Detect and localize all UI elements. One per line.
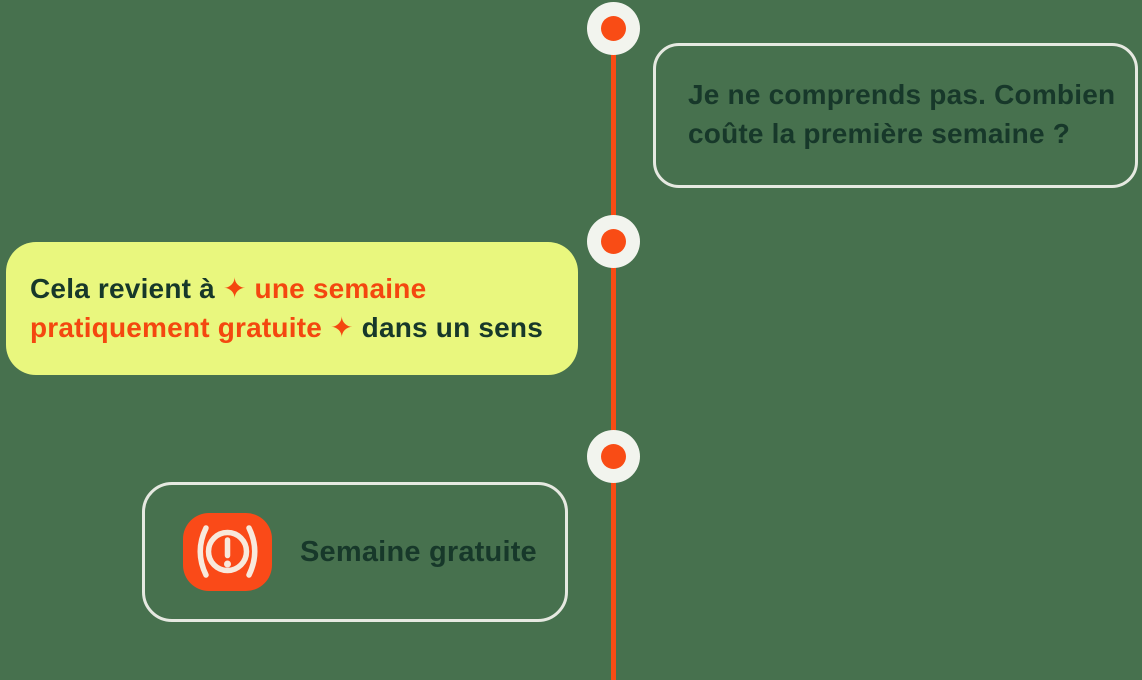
answer-bubble-line-1: Cela revient à ✦ une semaine — [30, 269, 578, 308]
timeline-node-3-dot — [601, 444, 626, 469]
answer-text-accent-segment: ✦ une semaine — [222, 273, 427, 304]
timeline-line — [611, 28, 616, 680]
answer-text-accent-segment: pratiquement gratuite ✦ — [30, 312, 354, 343]
question-bubble-line-2: coûte la première semaine ? — [688, 118, 1071, 149]
answer-bubble-line-2: pratiquement gratuite ✦ dans un sens — [30, 308, 578, 347]
timeline-node-2 — [587, 215, 640, 268]
free-week-label: Semaine gratuite — [300, 535, 537, 568]
timeline-node-2-dot — [601, 229, 626, 254]
free-week-card[interactable]: Semaine gratuite — [142, 482, 568, 622]
question-bubble-line-1: Je ne comprends pas. Combien — [688, 79, 1116, 110]
timeline-node-1-dot — [601, 16, 626, 41]
answer-bubble: Cela revient à ✦ une semaine pratiquemen… — [6, 242, 578, 375]
timeline-node-1 — [587, 2, 640, 55]
question-bubble: Je ne comprends pas. Combien coûte la pr… — [653, 43, 1138, 188]
brake-warning-icon — [183, 513, 272, 591]
answer-text-dark-segment: dans un sens — [353, 312, 543, 343]
timeline-node-3 — [587, 430, 640, 483]
answer-text-dark-segment: Cela revient à — [30, 273, 223, 304]
